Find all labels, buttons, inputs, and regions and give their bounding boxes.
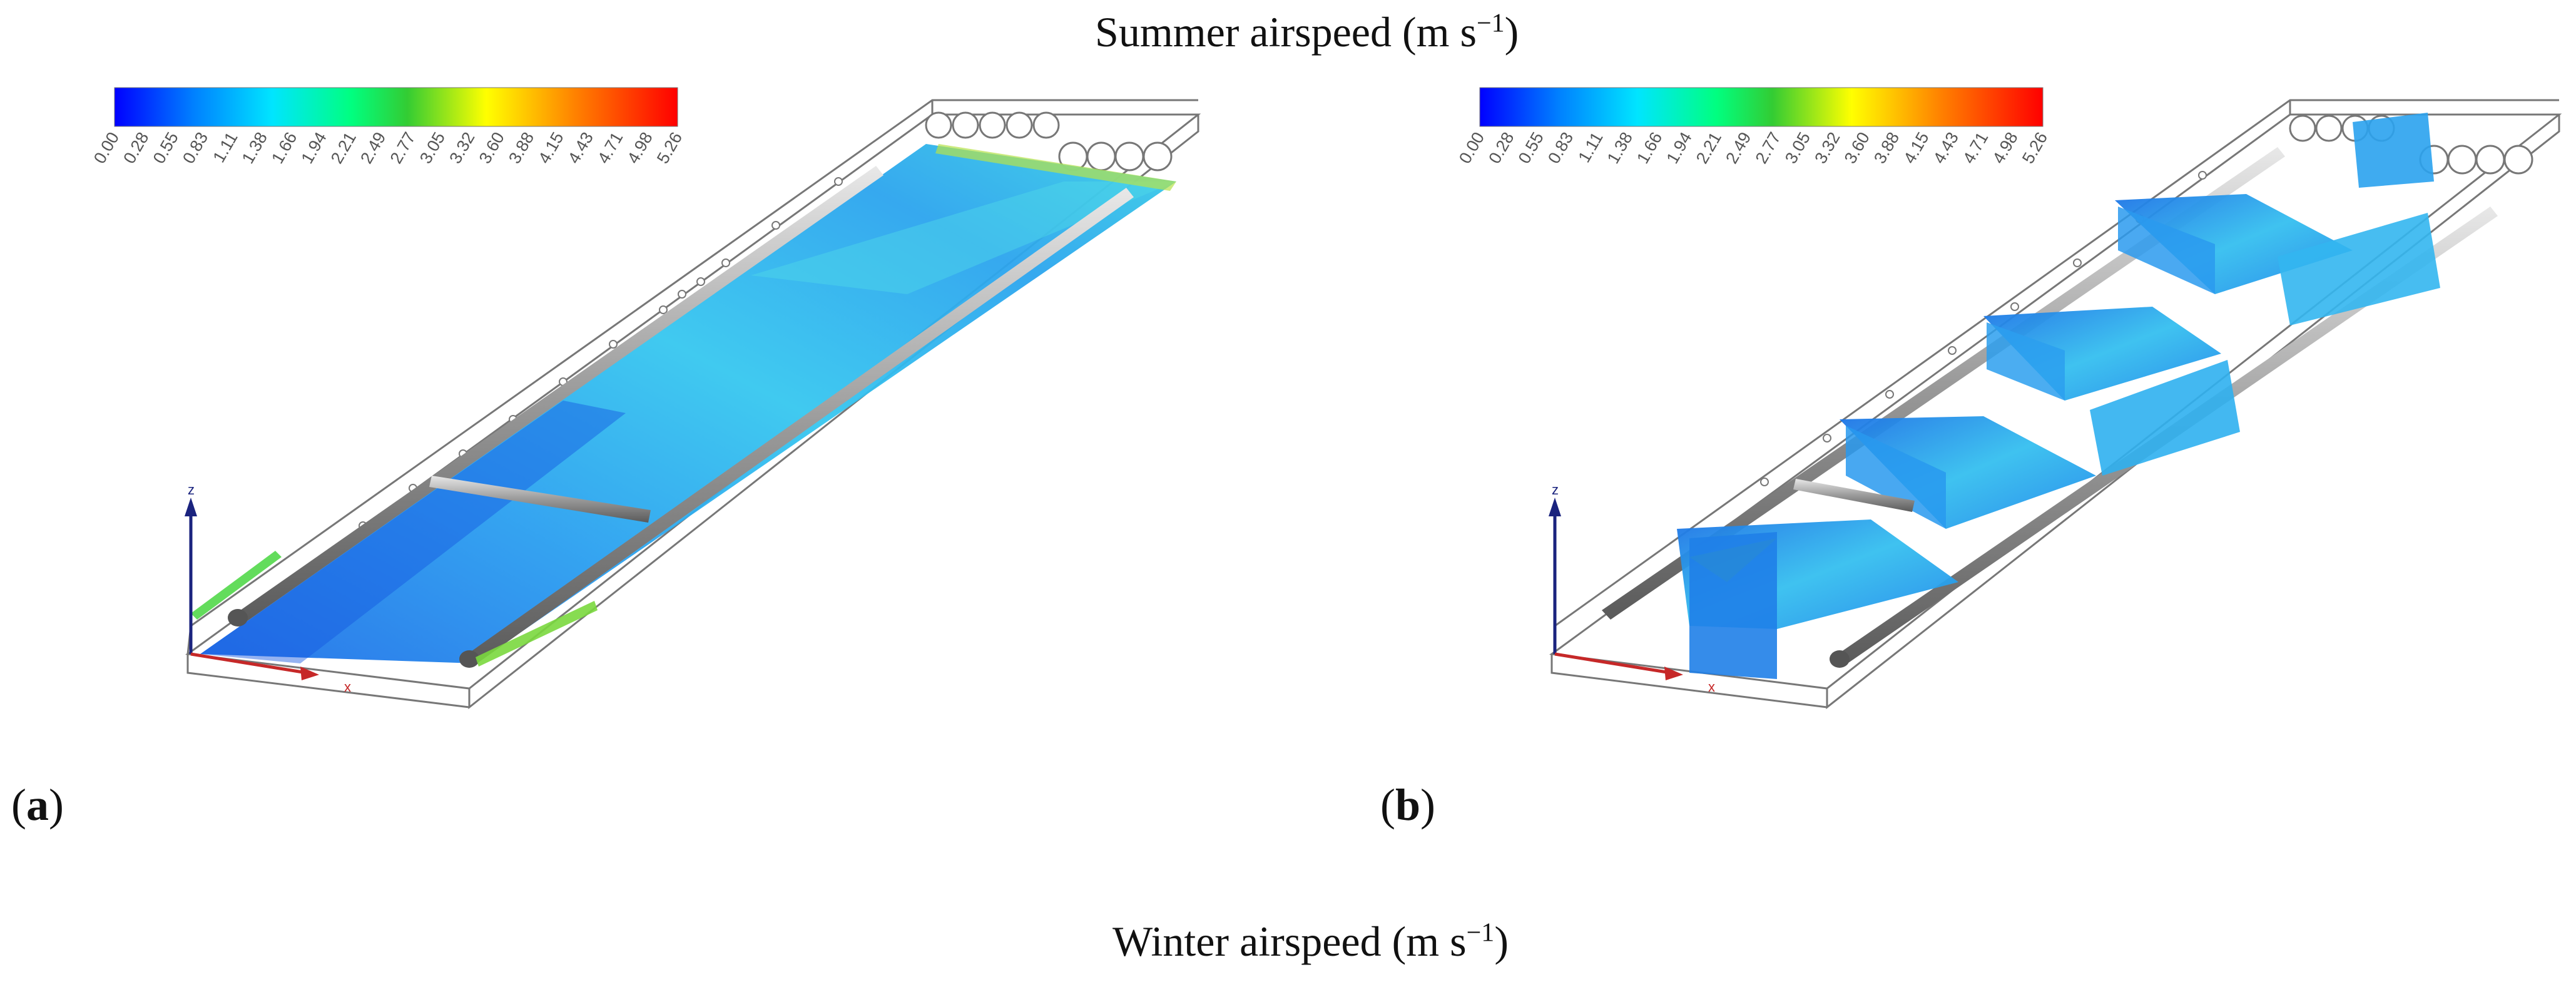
panel-a-plot: 0.000.280.550.831.111.381.661.942.212.49… xyxy=(90,87,1201,710)
colorbar-tick-label: 3.05 xyxy=(416,129,449,167)
colorbar-tick-label: 0.00 xyxy=(90,129,123,167)
colorbar-tick-label: 4.98 xyxy=(624,129,656,167)
colorbar-tick-label: 3.05 xyxy=(1781,129,1814,167)
colorbar-tick-label: 5.26 xyxy=(2019,129,2051,167)
colorbar-a xyxy=(114,87,678,127)
x-axis-label-a: x xyxy=(344,679,351,695)
colorbar-tick-label: 3.88 xyxy=(1870,129,1903,167)
colorbar-tick-label: 3.88 xyxy=(505,129,537,167)
colorbar-tick-label: 4.43 xyxy=(564,129,597,167)
crossbar-a xyxy=(429,476,651,523)
colorbar-tick-label: 2.21 xyxy=(327,129,360,167)
pipe-left-a xyxy=(232,166,883,626)
colorbar-tick-label: 1.66 xyxy=(1633,129,1666,167)
colorbar-tick-label: 3.32 xyxy=(445,129,478,167)
colorbar-tick-label: 3.60 xyxy=(476,129,508,167)
colorbar-b xyxy=(1479,87,2044,127)
colorbar-tick-label: 0.00 xyxy=(1455,129,1488,167)
colorbar-tick-label: 5.26 xyxy=(653,129,686,167)
colorbar-tick-label: 0.55 xyxy=(150,129,182,167)
colorbar-tick-label: 3.60 xyxy=(1841,129,1873,167)
colorbar-a-ticks: 0.000.280.550.831.111.381.661.942.212.49… xyxy=(90,129,686,167)
colorbar-tick-label: 0.28 xyxy=(1485,129,1517,167)
panel-label-b: (b) xyxy=(1380,780,1436,830)
colorbar-tick-label: 0.83 xyxy=(179,129,211,167)
colorbar-b-ticks: 0.000.280.550.831.111.381.661.942.212.49… xyxy=(1455,129,2051,167)
colorbar-tick-label: 1.11 xyxy=(209,129,241,166)
colorbar-tick-label: 1.94 xyxy=(1663,129,1696,167)
axis-triad-b: z x xyxy=(1549,482,1715,695)
colorbar-tick-label: 2.77 xyxy=(387,129,419,167)
colorbar-tick-label: 2.77 xyxy=(1752,129,1784,167)
z-axis-label-b: z xyxy=(1552,482,1559,498)
colorbar-tick-label: 2.21 xyxy=(1693,129,1725,167)
summer-caption: Summer airspeed (m s−1) xyxy=(1095,8,1519,56)
colorbar-tick-label: 1.94 xyxy=(298,129,330,167)
colorbar-tick-label: 1.11 xyxy=(1574,129,1606,166)
colorbar-tick-label: 3.32 xyxy=(1811,129,1843,167)
z-axis-label-a: z xyxy=(188,482,195,498)
colorbar-tick-label: 0.28 xyxy=(120,129,152,167)
colorbar-tick-label: 0.83 xyxy=(1544,129,1577,167)
panel-label-a: (a) xyxy=(11,780,64,830)
panel-b-plot: 0.000.280.550.831.111.381.661.942.212.49… xyxy=(1455,87,2562,710)
colorbar-tick-label: 4.15 xyxy=(534,129,567,167)
colorbar-tick-label: 0.55 xyxy=(1515,129,1547,167)
winter-caption: Winter airspeed (m s−1) xyxy=(1112,918,1509,965)
colorbar-tick-label: 4.71 xyxy=(594,129,626,167)
x-axis-label-b: x xyxy=(1708,679,1715,695)
pipe-right-a xyxy=(463,188,1134,667)
colorbar-tick-label: 1.66 xyxy=(268,129,300,167)
colorbar-tick-label: 4.71 xyxy=(1959,129,1992,167)
colorbar-tick-label: 4.43 xyxy=(1930,129,1962,167)
side-holes-b xyxy=(1760,171,2207,486)
colorbar-tick-label: 1.38 xyxy=(1604,129,1636,167)
airspeed-field-a xyxy=(200,144,1176,663)
axis-triad-a: z x xyxy=(185,482,351,695)
crossbar-b xyxy=(1793,479,1915,512)
colorbar-tick-label: 4.15 xyxy=(1900,129,1932,167)
colorbar-tick-label: 4.98 xyxy=(1989,129,2022,167)
vent-holes-a xyxy=(925,111,1173,171)
colorbar-tick-label: 2.49 xyxy=(1722,129,1754,167)
pipe-left-b xyxy=(1602,147,2285,620)
colorbar-tick-label: 2.49 xyxy=(357,129,389,167)
airspeed-slices-b xyxy=(1677,113,2440,679)
colorbar-tick-label: 1.38 xyxy=(238,129,271,167)
